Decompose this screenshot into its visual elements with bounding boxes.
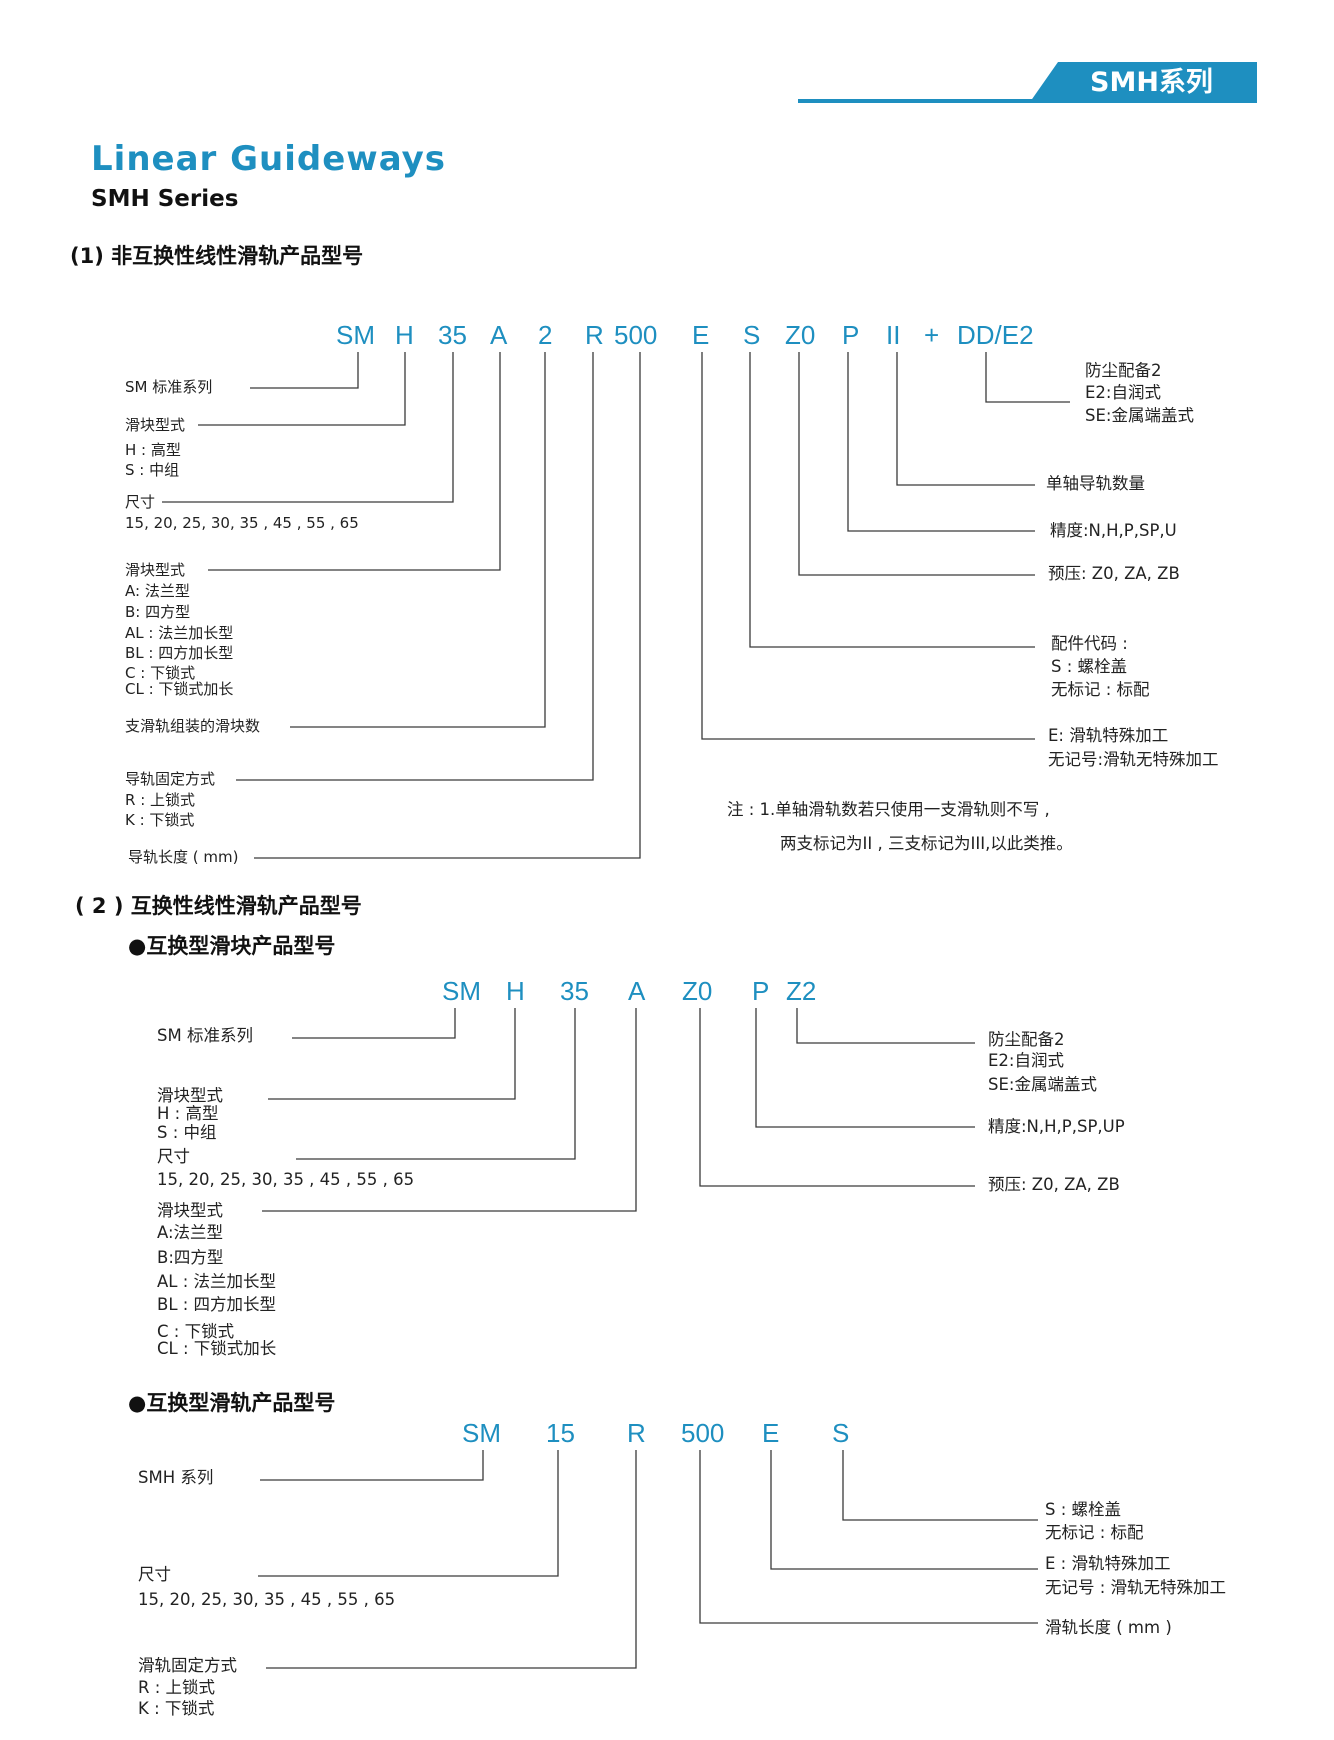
block-label-sm-standard: SM 标准系列 [157, 1026, 253, 1045]
label-rail-qty: 单轴导轨数量 [1046, 474, 1145, 493]
code-sm: SM [336, 320, 375, 350]
page-subtitle: SMH Series [91, 186, 239, 212]
block-code-sm: SM [442, 976, 481, 1006]
block-label-h: H : 高型 [157, 1104, 219, 1123]
series-tab-label: SMH系列 [1090, 67, 1213, 98]
section1-heading: (1) 非互换性线性滑轨产品型号 [70, 244, 364, 268]
rail-label-standard: 无标记 : 标配 [1045, 1523, 1144, 1542]
rail-label-k: K : 下锁式 [138, 1699, 215, 1718]
label-standard: 无标记 : 标配 [1051, 680, 1150, 699]
label-block-h: H : 高型 [125, 441, 181, 459]
block-label-b: B:四方型 [157, 1248, 224, 1267]
rail-label-special: E : 滑轨特殊加工 [1045, 1554, 1171, 1573]
code-500: 500 [614, 320, 658, 350]
code-r: R [585, 320, 604, 350]
block-label-c: C : 下锁式 [157, 1322, 235, 1341]
label-se: SE:金属端盖式 [1085, 406, 1194, 425]
rail-code-sm: SM [462, 1418, 501, 1448]
section1-leader-lines [162, 352, 1070, 859]
label-block-s: S : 中组 [125, 461, 180, 479]
code-2: 2 [538, 320, 553, 350]
block-label-al: AL : 法兰加长型 [157, 1272, 277, 1291]
page-title: Linear Guideways [91, 139, 447, 179]
label-block-type: 滑块型式 [125, 416, 186, 434]
label-rail-mount: 导轨固定方式 [125, 770, 216, 788]
label-type-cl: CL : 下锁式加长 [125, 680, 234, 698]
code-dd-e2: DD/E2 [957, 320, 1034, 350]
block-code-z0: Z0 [682, 976, 713, 1006]
note-line2: 两支标记为II , 三支标记为III,以此类推。 [780, 834, 1073, 853]
code-h: H [395, 320, 414, 350]
code-plus: + [924, 320, 940, 350]
label-type-c: C : 下锁式 [125, 664, 196, 682]
note-line1: 注 : 1.单轴滑轨数若只使用一支滑轨则不写 , [727, 800, 1050, 819]
rail-code-500: 500 [681, 1418, 725, 1448]
label-preload: 预压: Z0, ZA, ZB [1048, 564, 1180, 583]
code-ii: II [886, 320, 901, 350]
rail-label-size: 尺寸 [138, 1565, 171, 1584]
rail-label-r: R : 上锁式 [138, 1678, 216, 1697]
block-label-preload: 预压: Z0, ZA, ZB [988, 1175, 1120, 1194]
code-a: A [490, 320, 508, 350]
block-code-p: P [752, 976, 770, 1006]
label-special-proc: E: 滑轨特殊加工 [1048, 726, 1169, 745]
label-sm-standard: SM 标准系列 [125, 378, 213, 396]
rail-code-15: 15 [546, 1418, 575, 1448]
label-rail-r: R : 上锁式 [125, 791, 196, 809]
label-rail-length: 导轨长度 ( mm) [128, 848, 239, 866]
rail-label-no-special: 无记号 : 滑轨无特殊加工 [1045, 1578, 1227, 1597]
label-no-special: 无记号:滑轨无特殊加工 [1048, 750, 1219, 769]
block-label-s: S : 中组 [157, 1123, 217, 1142]
block-label-e2: E2:自润式 [988, 1051, 1064, 1070]
rail-label-bolt-cap: S : 螺栓盖 [1045, 1500, 1122, 1519]
block-label-precision: 精度:N,H,P,SP,UP [988, 1117, 1125, 1136]
block-label-dust2: 防尘配备2 [988, 1030, 1065, 1049]
label-size: 尺寸 [125, 493, 156, 511]
label-bolt-cap: S : 螺栓盖 [1051, 657, 1128, 676]
label-e2: E2:自润式 [1085, 383, 1161, 402]
label-type-a: A: 法兰型 [125, 582, 190, 600]
label-dust2: 防尘配备2 [1085, 361, 1162, 380]
code-p: P [842, 320, 860, 350]
code-z0: Z0 [785, 320, 816, 350]
block-label-a: A:法兰型 [157, 1223, 224, 1242]
rail-label-length: 滑轨长度 ( mm ) [1045, 1618, 1172, 1637]
section2-heading: ( 2 ) 互换性线性滑轨产品型号 [75, 894, 362, 918]
block-label-block-type: 滑块型式 [157, 1086, 223, 1105]
rail-subheading: ●互换型滑轨产品型号 [128, 1391, 336, 1415]
code-e: E [692, 320, 710, 350]
block-code-35: 35 [560, 976, 589, 1006]
label-precision: 精度:N,H,P,SP,U [1050, 521, 1177, 540]
rail-label-mount: 滑轨固定方式 [138, 1656, 237, 1675]
block-label-flange-type: 滑块型式 [157, 1201, 223, 1220]
block-code-z2: Z2 [786, 976, 817, 1006]
block-code-h: H [506, 976, 525, 1006]
label-flange-type: 滑块型式 [125, 561, 186, 579]
block-label-size-values: 15, 20, 25, 30, 35 , 45 , 55 , 65 [157, 1170, 415, 1189]
rail-label-size-values: 15, 20, 25, 30, 35 , 45 , 55 , 65 [138, 1590, 396, 1609]
block-label-cl: CL : 下锁式加长 [157, 1339, 277, 1358]
block-label-size: 尺寸 [157, 1147, 190, 1166]
series-tab-shape [798, 62, 1257, 103]
label-rail-k: K : 下锁式 [125, 811, 195, 829]
label-accessory: 配件代码 : [1051, 634, 1128, 653]
code-s: S [743, 320, 761, 350]
block-code-a: A [628, 976, 646, 1006]
label-type-bl: BL : 四方加长型 [125, 644, 234, 662]
block-subheading: ●互换型滑块产品型号 [128, 934, 336, 958]
block-label-se: SE:金属端盖式 [988, 1075, 1097, 1094]
label-type-b: B: 四方型 [125, 603, 191, 621]
block-label-bl: BL : 四方加长型 [157, 1295, 277, 1314]
code-35: 35 [438, 320, 467, 350]
label-type-al: AL : 法兰加长型 [125, 624, 234, 642]
label-size-values: 15, 20, 25, 30, 35 , 45 , 55 , 65 [125, 514, 359, 532]
rail-code-s: S [832, 1418, 850, 1448]
rail-code-r: R [627, 1418, 646, 1448]
rail-code-e: E [762, 1418, 780, 1448]
rail-label-smh: SMH 系列 [138, 1468, 214, 1487]
label-block-count: 支滑轨组装的滑块数 [125, 717, 261, 735]
